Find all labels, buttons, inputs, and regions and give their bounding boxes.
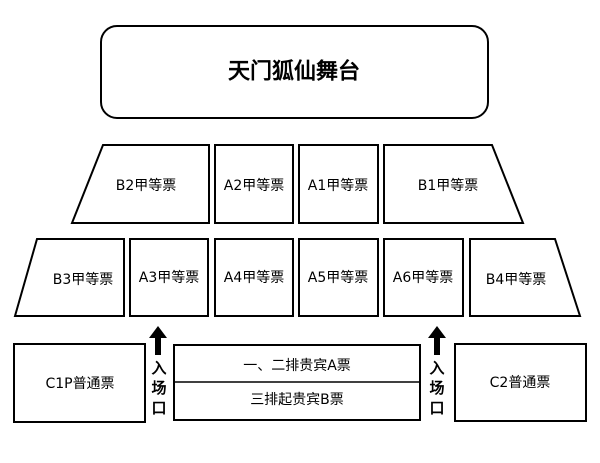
section-a2-label: A2甲等票 xyxy=(224,177,284,194)
vip-b-label: 三排起贵宾B票 xyxy=(250,392,344,408)
section-c1 xyxy=(13,343,146,423)
section-a5 xyxy=(298,238,379,317)
entrance-left-arrow-icon xyxy=(149,326,167,355)
section-a1 xyxy=(298,144,379,224)
section-a1-label: A1甲等票 xyxy=(308,177,368,194)
section-b1 xyxy=(383,144,525,224)
entrance-right-char-1: 入 xyxy=(429,359,444,377)
section-b3-label: B3甲等票 xyxy=(53,271,114,288)
section-a3 xyxy=(129,238,209,317)
stage-box xyxy=(100,25,489,119)
entrance-right-char-2: 场 xyxy=(429,379,444,397)
section-a2 xyxy=(214,144,294,224)
vip-a-label: 一、二排贵宾A票 xyxy=(243,358,351,374)
entrance-left-char-2: 场 xyxy=(151,379,166,397)
section-b1-label: B1甲等票 xyxy=(418,177,479,194)
entrance-right-arrow-icon xyxy=(428,326,446,355)
section-b4 xyxy=(469,238,582,317)
section-c2-label: C2普通票 xyxy=(490,375,551,391)
section-b4-label: B4甲等票 xyxy=(486,271,547,288)
section-a5-label: A5甲等票 xyxy=(308,269,368,286)
entrance-left-char-3: 口 xyxy=(151,399,166,417)
section-b3 xyxy=(13,238,125,317)
section-c2 xyxy=(454,343,587,422)
entrance-left-char-1: 入 xyxy=(151,359,166,377)
section-a4 xyxy=(214,238,294,317)
section-a6 xyxy=(383,238,464,317)
section-b2 xyxy=(70,144,210,224)
section-a4-label: A4甲等票 xyxy=(224,269,284,286)
section-a6-label: A6甲等票 xyxy=(393,269,453,286)
section-b2-label: B2甲等票 xyxy=(116,177,177,194)
section-a3-label: A3甲等票 xyxy=(139,269,199,286)
stage-title: 天门狐仙舞台 xyxy=(228,59,360,85)
entrance-right-char-3: 口 xyxy=(429,399,444,417)
section-c1-label: C1P普通票 xyxy=(45,376,114,392)
